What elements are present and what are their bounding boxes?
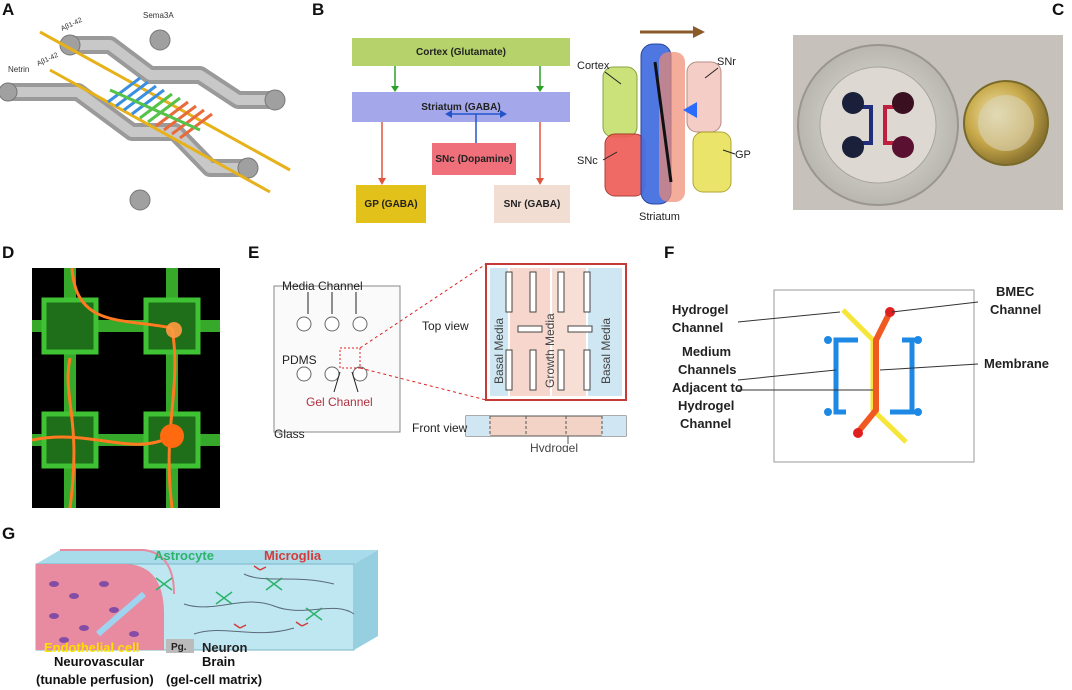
model-cortex-label: Cortex (577, 60, 610, 72)
netrin-label: Netrin (8, 65, 29, 74)
panel-c-device-photo (793, 35, 1063, 210)
gel-cell-matrix-label: (gel-cell matrix) (166, 672, 262, 687)
panel-label-f: F (664, 243, 675, 262)
gel-channel-label: Gel Channel (306, 395, 373, 409)
striatum-box: Striatum (GABA) (352, 92, 570, 122)
hydrogel-channel-label-1: Hydrogel (672, 302, 728, 317)
membrane-label: Membrane (984, 356, 1049, 371)
model-gp-label: GP (735, 149, 751, 161)
model-snc-label: SNc (577, 155, 598, 167)
panel-label-d: D (2, 243, 15, 262)
basal-media-left-label: Basal Media (492, 318, 506, 384)
panel-b-arrows (378, 66, 544, 185)
model-snr-label: SNr (717, 56, 736, 68)
pg-label: Pg. (171, 642, 187, 653)
panel-d-microscopy-image (32, 268, 220, 508)
neurovascular-label: Neurovascular (54, 654, 144, 669)
model-striatum-label: Striatum (639, 211, 680, 223)
endothelial-cell-label: Endothelial cell (44, 640, 139, 655)
panel-label-a: A (2, 0, 15, 19)
medium-channels-label-3: Adjacent to (672, 380, 743, 395)
abeta-left-label: Aβ1-42 (36, 52, 60, 68)
medium-channels-label-1: Medium (682, 344, 731, 359)
panel-label-g: G (2, 524, 16, 543)
top-view-label: Top view (422, 319, 469, 333)
snr-box: SNr (GABA) (494, 185, 570, 223)
panel-label-b: B (312, 0, 325, 19)
medium-channels-label-4: Hydrogel (678, 398, 734, 413)
brain-label: Brain (202, 654, 235, 669)
panel-g-neurovascular-model: Pg. Astrocyte Microglia Endothelial cell… (35, 548, 378, 687)
panel-b-3d-model: Cortex SNr SNc GP Striatum (577, 26, 751, 223)
snc-box: SNc (Dopamine) (432, 143, 516, 175)
bmec-channel-label-2: Channel (990, 302, 1041, 317)
panel-a-chip-diagram: Netrin Sema3A Aβ1-42 Aβ1-42 (0, 11, 291, 211)
sema3a-label: Sema3A (143, 11, 174, 20)
tunable-perfusion-label: (tunable perfusion) (36, 672, 154, 687)
medium-channels-label-5: Channel (680, 416, 731, 431)
front-view-label: Front view (412, 421, 468, 435)
glass-label: Glass (274, 427, 305, 441)
hydrogel-channel-label-2: Channel (672, 320, 723, 335)
media-channel-label: Media Channel (282, 279, 363, 293)
pdms-label: PDMS (282, 353, 317, 367)
panel-label-e: E (248, 243, 260, 262)
bmec-channel-label-1: BMEC (996, 284, 1035, 299)
basal-media-right-label: Basal Media (599, 318, 613, 384)
growth-media-label: Growth Media (543, 313, 557, 388)
neuron-label: Neuron (202, 640, 248, 655)
medium-channels-label-2: Channels (678, 362, 737, 377)
panel-f-bmec-chip-diagram: Hydrogel Channel Medium Channels Adjacen… (672, 284, 1049, 463)
hydrogel-label: Hydrogel (530, 441, 578, 452)
gp-box: GP (GABA) (356, 185, 426, 223)
cortex-box: Cortex (Glutamate) (352, 38, 570, 66)
panel-e-gel-chip-diagram: Media Channel PDMS Gel Channel Glass Top… (273, 263, 627, 452)
astrocyte-label: Astrocyte (154, 548, 214, 563)
panel-label-c: C (1052, 0, 1065, 19)
microglia-label: Microglia (264, 548, 322, 563)
abeta-top-label: Aβ1-42 (60, 17, 84, 33)
